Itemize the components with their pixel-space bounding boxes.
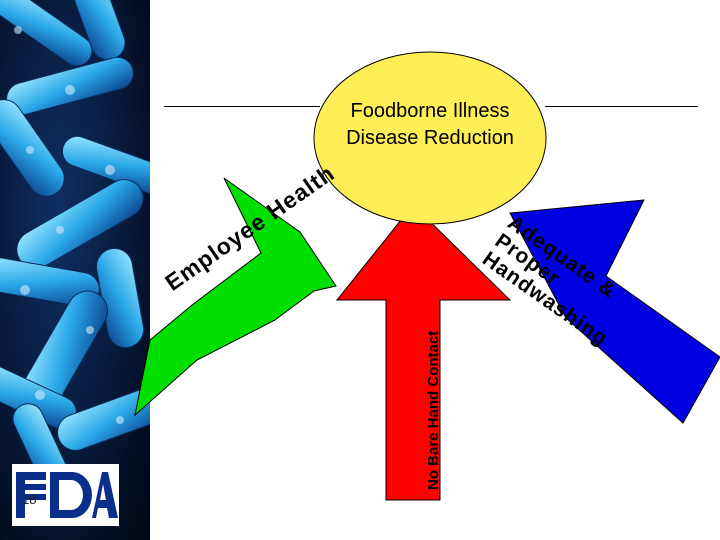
fda-logo-mark: [16, 472, 118, 518]
middle-arrow-label: No Bare Hand Contact: [425, 330, 442, 490]
left-arrow: [134, 177, 337, 417]
center-title-line2: Disease Reduction: [346, 127, 514, 149]
bacteria-illustration: [0, 0, 150, 540]
center-title: Foodborne Illness Disease Reduction: [310, 98, 550, 152]
fda-logo: [12, 464, 119, 526]
center-title-line1: Foodborne Illness: [350, 100, 510, 122]
center-circle: [313, 51, 547, 225]
right-arrow: [509, 199, 720, 424]
horizontal-rule: [545, 106, 698, 107]
slide-number: 18: [22, 492, 37, 507]
horizontal-rule: [164, 106, 320, 107]
bacteria-image-panel: [0, 0, 150, 540]
middle-arrow: [335, 204, 512, 501]
